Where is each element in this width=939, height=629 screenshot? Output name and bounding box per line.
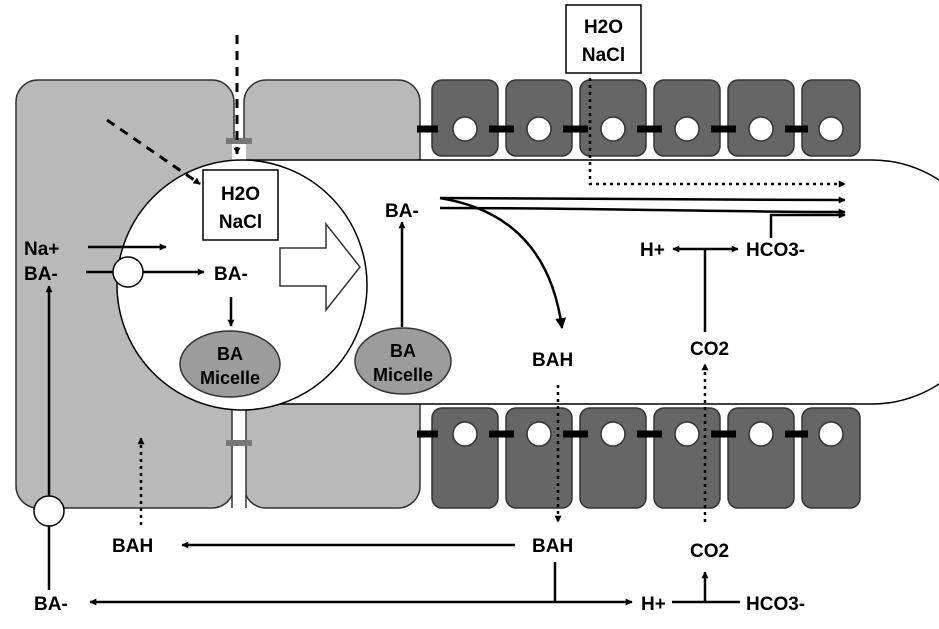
water-text: H2O xyxy=(584,17,623,38)
ntcp-transporter-icon xyxy=(112,256,144,288)
label-bile-anion-canaliculus: BA- xyxy=(214,264,248,285)
label-bile-anion-bottom: BA- xyxy=(34,594,68,615)
label-proton-lumen: H+ xyxy=(640,240,665,261)
flow-arrow-icon xyxy=(279,221,361,313)
label-bicarbonate-bottom: HCO3- xyxy=(746,594,805,615)
label-water-duct: H2O xyxy=(584,17,623,38)
label-bile-anion-duct: BA- xyxy=(385,201,419,222)
label-bicarbonate-lumen: HCO3- xyxy=(746,240,805,261)
salt-text: NaCl xyxy=(219,212,262,233)
water-salt-box-canaliculus xyxy=(202,169,279,241)
micelle-canaliculus xyxy=(179,330,281,398)
gap-junction-top xyxy=(226,138,252,144)
salt-text: NaCl xyxy=(582,45,625,66)
water-salt-box-duct xyxy=(565,4,642,74)
label-co2-bottom: CO2 xyxy=(690,541,729,562)
label-co2-lumen: CO2 xyxy=(690,339,729,360)
water-text: H2O xyxy=(221,184,260,205)
cholangiocyte-row-bottom xyxy=(431,407,861,509)
label-ba-duct: BA xyxy=(390,341,416,361)
label-salt-canaliculus: NaCl xyxy=(219,212,262,233)
label-salt-duct: NaCl xyxy=(582,45,625,66)
label-bah-bottom: BAH xyxy=(532,536,573,557)
label-bah-lumen: BAH xyxy=(532,350,573,371)
label-micelle-duct: Micelle xyxy=(373,365,433,385)
label-micelle-canaliculus: Micelle xyxy=(200,368,260,388)
cholangiocyte-row-top xyxy=(431,79,861,157)
solid-arrows xyxy=(45,196,846,606)
label-ba-canaliculus: BA xyxy=(217,344,243,364)
tight-junctions xyxy=(417,125,808,438)
intercellular-space-bottom xyxy=(232,400,246,508)
dotted-arrows xyxy=(137,78,846,525)
label-water-canaliculus: H2O xyxy=(221,184,260,205)
gap-junction-bottom xyxy=(226,440,252,446)
bile-canaliculus xyxy=(116,159,368,411)
micelle-duct xyxy=(354,327,452,395)
label-sodium: Na+ xyxy=(24,239,59,260)
dashed-arrows xyxy=(106,35,241,186)
label-bile-anion-uptake: BA- xyxy=(24,264,58,285)
label-bah-bottom-left: BAH xyxy=(112,536,153,557)
basolateral-transporter-icon xyxy=(33,495,65,527)
label-proton-bottom: H+ xyxy=(641,594,666,615)
